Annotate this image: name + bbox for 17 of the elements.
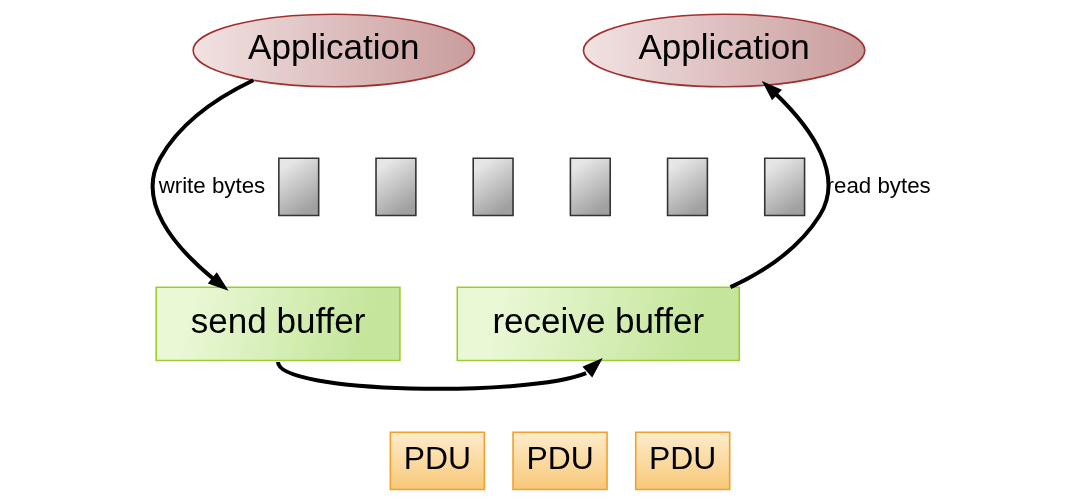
- node-box: [569, 157, 611, 217]
- arrow: [276, 358, 603, 391]
- node-ellipse: Application: [192, 13, 476, 88]
- node-box: PDU: [389, 431, 486, 491]
- edge-label: write bytes: [158, 172, 266, 198]
- arrow: [729, 80, 831, 289]
- node-box: [472, 157, 514, 217]
- node-ellipse: Application: [582, 13, 866, 88]
- node-box: [278, 157, 320, 217]
- node-box: [375, 157, 417, 217]
- node-box: receive buffer: [456, 286, 741, 362]
- arrow: [150, 78, 255, 291]
- node-box: PDU: [512, 431, 608, 491]
- node-box: [763, 157, 806, 217]
- node-box: send buffer: [155, 286, 401, 362]
- node-box: PDU: [634, 431, 731, 491]
- node-box: [666, 157, 709, 217]
